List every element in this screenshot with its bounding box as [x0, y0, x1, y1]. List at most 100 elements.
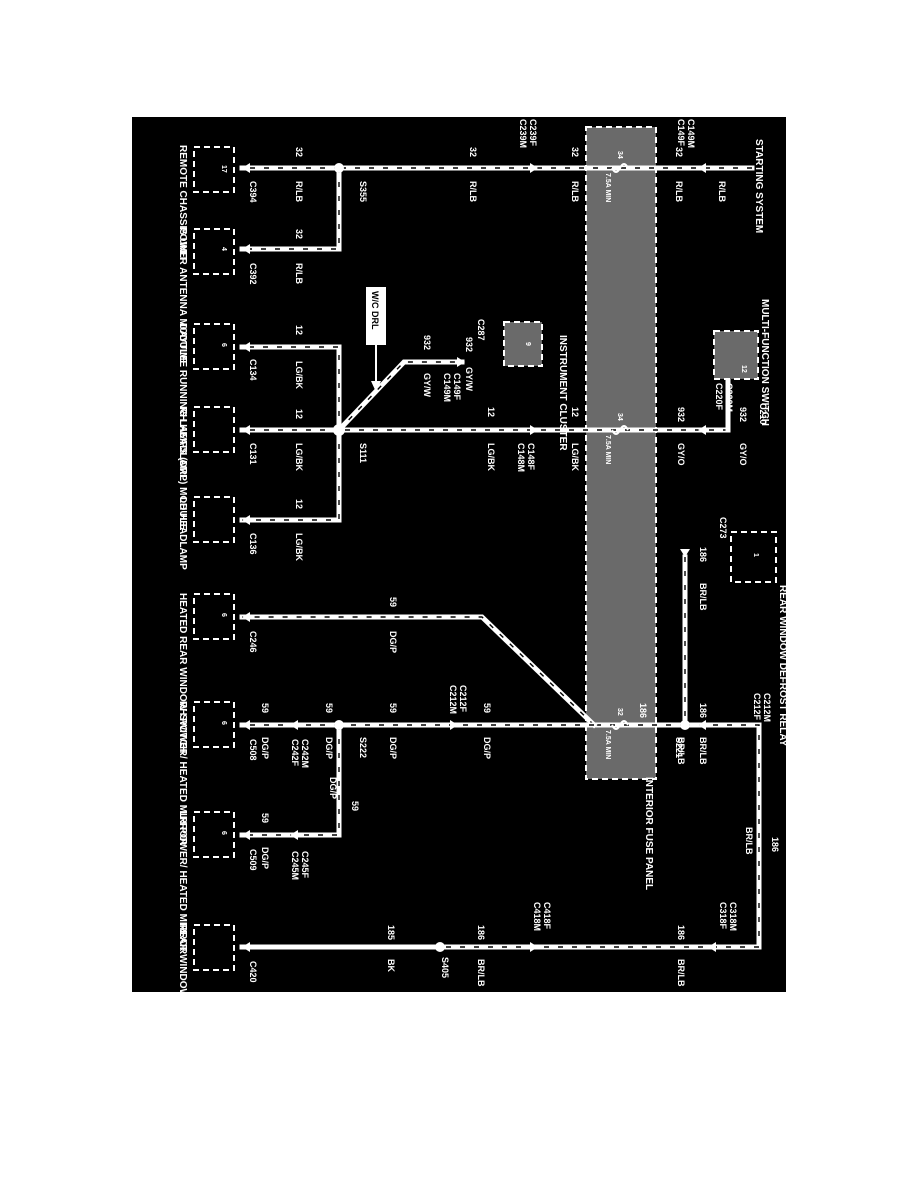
label-s355: S355: [358, 181, 368, 202]
arrow-c220: [698, 425, 706, 435]
conn-c212f-b: C212F: [458, 685, 468, 713]
conn-c245f: C245F: [300, 851, 310, 879]
color-dgp-b: DG/P: [482, 737, 492, 759]
label-fuse-panel: INTERIOR FUSE PANEL: [643, 777, 654, 890]
label-rh-mirror: RH POWER/ HEATED MIRROR: [177, 701, 188, 846]
conn-c149f-b: C149F: [452, 373, 462, 401]
pin-relay: 1: [752, 553, 759, 557]
conn-c273: C273: [718, 517, 728, 539]
fuse-2-rating: 7.5A MIN: [604, 435, 611, 464]
circuit-186-b: 186: [698, 703, 708, 718]
fuse-symbol-3: [611, 720, 629, 730]
conn-c131: C131: [248, 443, 258, 465]
label-rh-headlamp: RH HEADLAMP: [177, 407, 188, 481]
hrws-box: [193, 593, 235, 640]
color-dgp-e: DG/P: [260, 737, 270, 759]
conn-c242m: C242M: [300, 739, 310, 768]
conn-c136: C136: [248, 533, 258, 555]
label-mfs: MULTI-FUNCTION SWITCH: [759, 299, 770, 426]
color-lgbk-d: LG/BK: [294, 443, 304, 471]
color-rlb-f: R/LB: [294, 263, 304, 284]
pin-rcu: 17: [220, 165, 227, 173]
label-cluster: INSTRUMENT CLUSTER: [557, 335, 568, 451]
conn-c242f: C242F: [290, 739, 300, 767]
color-gyo-b: GY/O: [676, 443, 686, 466]
color-gyw-a: GY/W: [464, 367, 474, 392]
color-lgbk-a: LG/BK: [570, 443, 580, 471]
conn-c148m: C148M: [516, 443, 526, 472]
circuit-186-c: 186: [638, 703, 648, 718]
connector-arrows: [242, 163, 716, 952]
circuit-32-d: 32: [294, 147, 304, 157]
color-brlb-a: BR/LB: [698, 583, 708, 611]
conn-c394: C394: [248, 181, 258, 203]
fuse-panel-outline: [585, 126, 657, 780]
arrow-c394: [242, 163, 250, 173]
arrow-c273: [680, 549, 690, 557]
conn-c220m: C220M: [724, 383, 734, 412]
splice-s355: [334, 163, 344, 173]
wire-59-hrws-stripe: [242, 616, 595, 726]
circuit-59-f: 59: [350, 801, 360, 811]
circuit-59-b: 59: [482, 703, 492, 713]
color-bk: BK: [386, 959, 396, 972]
conn-c287: C287: [476, 319, 486, 341]
circuit-12-e: 12: [294, 499, 304, 509]
wire-12-drl: [239, 344, 342, 433]
color-rlb-d: R/LB: [468, 181, 478, 202]
label-lh-mirror: LH POWER/ HEATED MIRROR: [177, 811, 188, 955]
connector-labels: C149M C149F C239F C239M C210 C220M C220F…: [248, 119, 772, 983]
wire-59-lh-mirror: [239, 722, 342, 838]
conn-c420: C420: [248, 961, 258, 983]
label-lh-headlamp: LH HEADLAMP: [177, 497, 188, 570]
label-s405: S405: [440, 957, 450, 978]
circuit-12-d: 12: [294, 409, 304, 419]
circuit-32-b: 32: [570, 147, 580, 157]
fuse-1-rating: 7.5A MIN: [604, 173, 611, 202]
arrow-c131: [242, 425, 250, 435]
pin-lh-mirror: 6: [220, 831, 227, 835]
pin-rh-mirror: 6: [220, 721, 227, 725]
conn-c149f: C149F: [676, 119, 686, 147]
circuit-932-a: 932: [738, 407, 748, 422]
arrow-c245: [290, 830, 298, 840]
wc-drl-box: [366, 287, 386, 345]
conn-c212m: C212M: [762, 693, 772, 722]
splice-s405: [435, 942, 445, 952]
circuit-186-a: 186: [698, 547, 708, 562]
arrow-c149: [698, 163, 706, 173]
label-rcu: REMOTE CHASSIS UNIT: [177, 145, 188, 261]
color-rlb-e: R/LB: [294, 181, 304, 202]
fuse-3-rating: 7.5A MIN: [604, 730, 611, 759]
circuit-185: 185: [386, 925, 396, 940]
color-brlb-d: BR/LB: [744, 827, 754, 855]
circuit-labels: 32 R/LB R/LB 32 R/LB 32 R/LB 32 R/LB 32 …: [260, 147, 780, 987]
circuit-32-e: 32: [294, 229, 304, 239]
conn-c318f: C318F: [718, 902, 728, 930]
pin-drl: 6: [220, 343, 227, 347]
conn-c318m: C318M: [728, 902, 738, 931]
color-lgbk-b: LG/BK: [486, 443, 496, 471]
circuit-59-e: 59: [260, 703, 270, 713]
conn-c239f: C239F: [528, 119, 538, 147]
arrow-c242: [290, 720, 298, 730]
circuit-12-b: 12: [486, 407, 496, 417]
label-relay: REAR WINDOW DEFROST RELAY: [777, 585, 786, 747]
circuit-59-a: 59: [388, 597, 398, 607]
conn-c239m: C239M: [518, 119, 528, 148]
circuit-186-d: 186: [770, 837, 780, 852]
color-brlb-f: BR/LB: [476, 959, 486, 987]
fuse-symbols: [611, 163, 629, 730]
conn-c134: C134: [248, 359, 258, 381]
wiring-diagram-svg: STARTING SYSTEM MULTI-FUNCTION SWITCH RE…: [132, 117, 788, 1076]
circuit-12-a: 12: [570, 407, 580, 417]
circuit-32-a: 32: [674, 147, 684, 157]
color-dgp-a: DG/P: [388, 631, 398, 653]
defrost-grid-box: [193, 924, 235, 971]
color-brlb-b: BR/LB: [698, 737, 708, 765]
wc-drl-arrow: [371, 381, 381, 392]
conn-c509: C509: [248, 849, 258, 871]
conn-c212m-b: C212M: [448, 685, 458, 714]
conn-c149m: C149M: [686, 119, 696, 148]
conn-c212f: C212F: [752, 693, 762, 721]
